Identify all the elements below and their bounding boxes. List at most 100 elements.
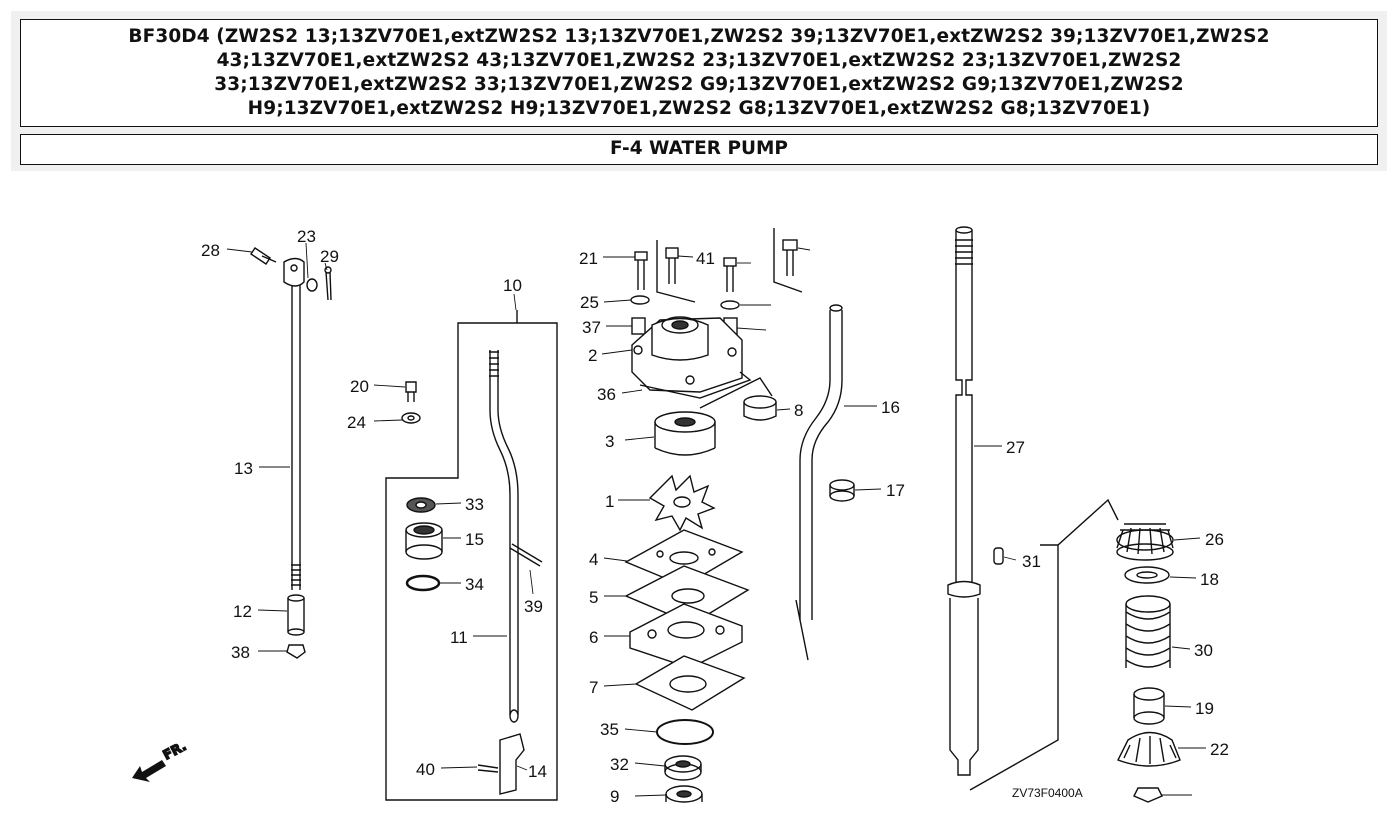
model-title-line: BF30D4 (ZW2S2 13;13ZV70E1,extZW2S2 13;13… xyxy=(128,26,1270,47)
callout: 33 xyxy=(465,495,484,514)
bolt-41-right xyxy=(782,239,798,276)
callout: 41 xyxy=(696,249,715,268)
washer-26 xyxy=(1124,566,1170,584)
bracket-41-left xyxy=(656,240,696,303)
bushing-15 xyxy=(405,522,443,560)
o-ring-34 xyxy=(405,574,441,592)
bearing-32-lower xyxy=(665,785,703,803)
bolt-21-left xyxy=(634,251,648,290)
callout: 30 xyxy=(1194,641,1213,660)
washer-24 xyxy=(401,412,421,424)
shift-rod-13 xyxy=(283,257,305,590)
callout: 9 xyxy=(610,787,619,806)
gasket-36 xyxy=(639,371,752,399)
bearing-32-upper xyxy=(664,755,702,781)
bracket-41-right xyxy=(773,228,803,293)
callout: 28 xyxy=(201,241,220,260)
callout: 10 xyxy=(503,276,522,295)
callout: 4 xyxy=(589,550,598,569)
model-title-line: H9;13ZV70E1,extZW2S2 H9;13ZV70E1,ZW2S2 G… xyxy=(247,98,1151,119)
callout: 16 xyxy=(881,398,900,417)
callout: 11 xyxy=(450,628,468,647)
liner-3 xyxy=(654,411,716,456)
bolt-28 xyxy=(250,247,277,265)
washer-25-left xyxy=(630,295,650,305)
pin-27 xyxy=(993,547,1004,565)
callout-labels: 28 23 29 13 12 38 20 24 10 33 15 34 39 1… xyxy=(201,227,1229,806)
bolt-20 xyxy=(405,381,417,402)
model-title-line: 33;13ZV70E1,extZW2S2 33;13ZV70E1,ZW2S2 G… xyxy=(214,74,1184,95)
pin-40 xyxy=(477,764,499,773)
bolt-41-left xyxy=(665,247,679,284)
washer-25-right xyxy=(720,300,740,310)
callout: 27 xyxy=(1006,438,1025,457)
gear-19 xyxy=(1117,731,1181,767)
callout: 20 xyxy=(350,377,369,396)
callout: 5 xyxy=(589,588,598,607)
callout: 24 xyxy=(347,413,366,432)
callout: 3 xyxy=(605,432,614,451)
o-ring-35 xyxy=(656,719,714,745)
callout: 2 xyxy=(588,346,597,365)
callout: 14 xyxy=(528,762,547,781)
washer-23 xyxy=(306,278,318,292)
callout: 18 xyxy=(1200,570,1219,589)
callout: 22 xyxy=(1210,740,1229,759)
gasket-7 xyxy=(634,655,746,711)
front-arrow-icon xyxy=(132,760,166,782)
group-bracket-10 xyxy=(385,310,558,801)
front-marker-label: FR. xyxy=(161,739,189,764)
callout: 1 xyxy=(605,492,614,511)
callout: 37 xyxy=(582,318,601,337)
driveshaft-17 xyxy=(947,226,981,776)
gear-31 xyxy=(1116,523,1174,561)
callout: 32 xyxy=(610,755,629,774)
callout: 29 xyxy=(320,247,339,266)
callout: 36 xyxy=(597,385,616,404)
gear-group-bracket xyxy=(969,498,1119,791)
callout: 26 xyxy=(1205,530,1224,549)
pin-39 xyxy=(509,543,543,567)
callout: 13 xyxy=(234,459,253,478)
callout: 31 xyxy=(1022,552,1041,571)
bolt-21-right xyxy=(723,257,737,292)
nut-22 xyxy=(1133,787,1163,803)
grommet-16 xyxy=(829,479,855,502)
callout: 38 xyxy=(231,643,250,662)
callout: 35 xyxy=(600,720,619,739)
callout: 7 xyxy=(589,678,598,697)
shift-arm-14 xyxy=(499,733,525,795)
callout: 6 xyxy=(589,628,598,647)
water-pump-exploded-diagram: FR. 28 23 29 13 12 38 20 24 10 33 15 34 … xyxy=(132,226,1229,806)
collar-37-left xyxy=(631,317,646,335)
callout: 40 xyxy=(416,760,435,779)
section-title: F-4 WATER PUMP xyxy=(20,134,1378,165)
water-tube-8 xyxy=(795,304,843,661)
seal-9 xyxy=(743,395,777,421)
callout: 23 xyxy=(297,227,316,246)
body-6 xyxy=(629,603,743,669)
impeller-1 xyxy=(648,474,716,532)
callout: 12 xyxy=(233,602,252,621)
callout: 19 xyxy=(1195,699,1214,718)
pump-housing-2 xyxy=(631,316,743,393)
callout: 39 xyxy=(524,597,543,616)
callout: 15 xyxy=(465,530,484,549)
model-title-line: 43;13ZV70E1,extZW2S2 43;13ZV70E1,ZW2S2 2… xyxy=(216,50,1182,71)
callout: 34 xyxy=(465,575,484,594)
shift-rod-11 xyxy=(489,350,519,723)
spring-18 xyxy=(1125,595,1171,668)
callout: 8 xyxy=(794,401,803,420)
joint-12 xyxy=(287,594,305,636)
bushing-30 xyxy=(1133,687,1165,725)
model-title-box: BF30D4 (ZW2S2 13;13ZV70E1,extZW2S2 13;13… xyxy=(20,19,1378,127)
leader-lines xyxy=(226,242,1206,797)
callout: 25 xyxy=(580,293,599,312)
nut-38 xyxy=(286,644,306,659)
callout: 17 xyxy=(886,481,905,500)
oil-seal-33 xyxy=(406,497,436,513)
leader-9-bracket xyxy=(699,377,773,409)
pin-29 xyxy=(324,266,332,301)
callout: 21 xyxy=(579,249,598,268)
drawing-code: ZV73F0400A xyxy=(1012,786,1083,800)
